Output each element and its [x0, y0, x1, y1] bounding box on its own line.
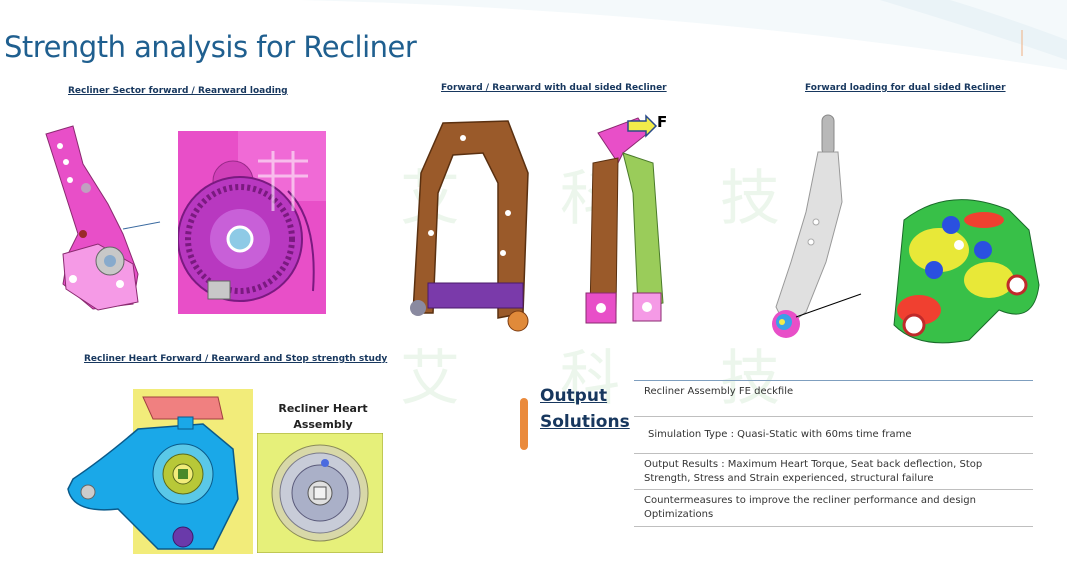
output-title-line1: Output [540, 386, 608, 406]
output-accent-bar [520, 398, 528, 450]
caption-forward-loading: Forward loading for dual sided Recliner [805, 83, 1006, 93]
solution-row: Simulation Type : Quasi-Static with 60ms… [634, 417, 1033, 454]
watermark-char: 艾 [400, 344, 460, 414]
recliner-heart-plate-image [63, 389, 253, 554]
page-title: Strength analysis for Recliner [4, 30, 417, 64]
heart-assembly-label-line2: Assembly [293, 418, 353, 431]
header-swoosh-decoration [300, 0, 1067, 70]
sector-gear-zoom-image [178, 131, 326, 314]
seat-back-plate-image [756, 112, 866, 357]
output-solutions-list: Recliner Assembly FE deckfile Simulation… [634, 380, 1033, 527]
force-label: F [657, 113, 668, 131]
caption-heart-study: Recliner Heart Forward / Rearward and St… [84, 354, 388, 364]
heart-assembly-label: Recliner Heart Assembly [268, 401, 378, 433]
sector-plate-image [38, 124, 168, 314]
solution-row: Recliner Assembly FE deckfile [634, 380, 1033, 417]
seat-frame-image [403, 113, 533, 343]
solution-row: Countermeasures to improve the recliner … [634, 490, 1033, 527]
solution-text: Countermeasures to improve the recliner … [644, 495, 976, 520]
solution-text: Output Results : Maximum Heart Torque, S… [644, 458, 983, 484]
side-frame-image [578, 113, 678, 343]
heart-assembly-image [257, 433, 383, 553]
solution-row: Output Results : Maximum Heart Torque, S… [634, 454, 1033, 490]
output-solutions-title: Output Solutions [540, 383, 630, 435]
caption-dual-frame: Forward / Rearward with dual sided Recli… [441, 83, 667, 93]
stress-contour-image [889, 190, 1044, 355]
solution-text: Simulation Type : Quasi-Static with 60ms… [648, 429, 912, 440]
heart-assembly-label-line1: Recliner Heart [278, 402, 368, 415]
output-title-line2: Solutions [540, 412, 630, 432]
solution-text: Recliner Assembly FE deckfile [644, 386, 794, 397]
caption-sector-loading: Recliner Sector forward / Rearward loadi… [68, 86, 288, 96]
